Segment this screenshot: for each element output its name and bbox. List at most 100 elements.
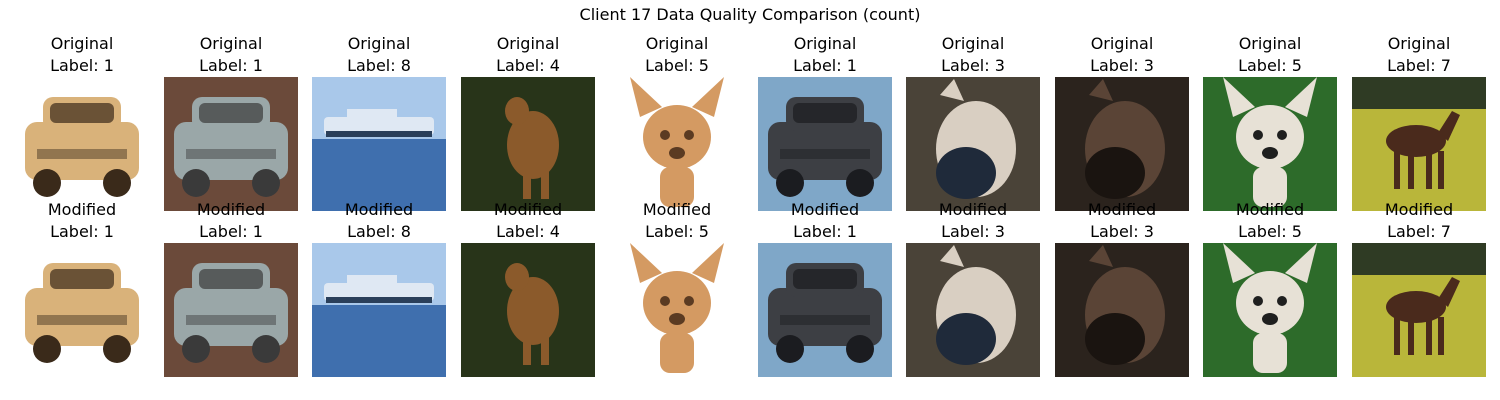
panel-title: Original — [1090, 34, 1154, 53]
dog-eye — [660, 296, 670, 306]
car-wheel — [33, 335, 61, 363]
panel-title: Modified — [938, 200, 1008, 219]
panel-title: Original — [496, 34, 560, 53]
dog-nose — [669, 147, 685, 159]
car-grille — [37, 149, 127, 159]
dog-nose — [1262, 313, 1278, 325]
car-window — [793, 103, 857, 123]
ship-hull — [324, 117, 434, 135]
panel-label: Label: 4 — [496, 222, 560, 241]
dog-ear — [1223, 243, 1255, 283]
cat-ear — [1089, 79, 1113, 101]
ship-waterline — [326, 297, 432, 303]
dog-body — [1253, 333, 1287, 373]
panel-label: Label: 5 — [645, 222, 709, 241]
horse-leg — [1408, 151, 1414, 189]
cat-thumbnail — [906, 243, 1040, 377]
cat-ear — [940, 79, 964, 101]
dog-eye — [684, 296, 694, 306]
car-window — [793, 269, 857, 289]
panel-title: Original — [941, 34, 1005, 53]
ship-deck — [347, 109, 397, 119]
panel-title: Original — [50, 34, 114, 53]
car-grille — [186, 149, 276, 159]
panel-title: Modified — [1235, 200, 1305, 219]
horse-leg — [1426, 317, 1432, 355]
deer-thumbnail — [461, 243, 595, 377]
ship-waterline — [326, 131, 432, 137]
dog-nose — [1262, 147, 1278, 159]
panel-title: Original — [1387, 34, 1451, 53]
dog-thumbnail — [1203, 77, 1337, 211]
horse-leg — [1408, 317, 1414, 355]
panel-image — [1055, 243, 1189, 377]
car-wheel — [33, 169, 61, 197]
car-grille — [780, 315, 870, 325]
dog-eye — [1277, 296, 1287, 306]
sea — [312, 139, 446, 211]
panel-title: Original — [199, 34, 263, 53]
ship-thumbnail — [312, 77, 446, 211]
panel-label: Label: 1 — [50, 222, 114, 241]
panel-image — [164, 77, 298, 211]
panel-image — [906, 77, 1040, 211]
cat-shadow — [1085, 313, 1145, 365]
car-thumbnail — [15, 243, 149, 377]
panel-label: Label: 5 — [645, 56, 709, 75]
dog-ear — [1223, 77, 1255, 117]
panel-image — [758, 243, 892, 377]
panel-image — [610, 243, 744, 377]
panel-image — [15, 77, 149, 211]
car-grille — [186, 315, 276, 325]
car-thumbnail — [15, 77, 149, 211]
car-wheel — [776, 335, 804, 363]
panel-label: Label: 3 — [1090, 222, 1154, 241]
horse-thumbnail — [1352, 243, 1486, 377]
car-window — [50, 103, 114, 123]
panel-title: Modified — [47, 200, 117, 219]
dog-head — [1236, 105, 1304, 169]
car-wheel — [252, 169, 280, 197]
dog-head — [643, 271, 711, 335]
horse-body — [1386, 291, 1446, 323]
car-body — [25, 288, 139, 346]
deer-body — [507, 111, 559, 179]
dog-eye — [1253, 130, 1263, 140]
horse-leg — [1438, 317, 1444, 355]
deer-head — [505, 263, 529, 291]
panel-label: Label: 1 — [199, 56, 263, 75]
dog-ear — [692, 243, 724, 283]
dog-thumbnail — [1203, 243, 1337, 377]
horse-thumbnail — [1352, 77, 1486, 211]
car-thumbnail — [758, 243, 892, 377]
deer-leg — [541, 337, 549, 365]
cat-thumbnail — [1055, 243, 1189, 377]
deer-leg — [541, 171, 549, 199]
panel-label: Label: 1 — [50, 56, 114, 75]
deer-leg — [523, 171, 531, 199]
panel-image — [461, 243, 595, 377]
dog-eye — [684, 130, 694, 140]
car-wheel — [846, 169, 874, 197]
panel-label: Label: 5 — [1238, 56, 1302, 75]
dog-nose — [669, 313, 685, 325]
dog-ear — [630, 77, 662, 117]
car-grille — [37, 315, 127, 325]
panel-label: Label: 3 — [1090, 56, 1154, 75]
ship-hull — [324, 283, 434, 301]
horse-neck — [1438, 277, 1460, 307]
treeline — [1352, 77, 1486, 109]
panel-title: Modified — [1384, 200, 1454, 219]
car-grille — [780, 149, 870, 159]
dog-eye — [1277, 130, 1287, 140]
car-body — [768, 122, 882, 180]
